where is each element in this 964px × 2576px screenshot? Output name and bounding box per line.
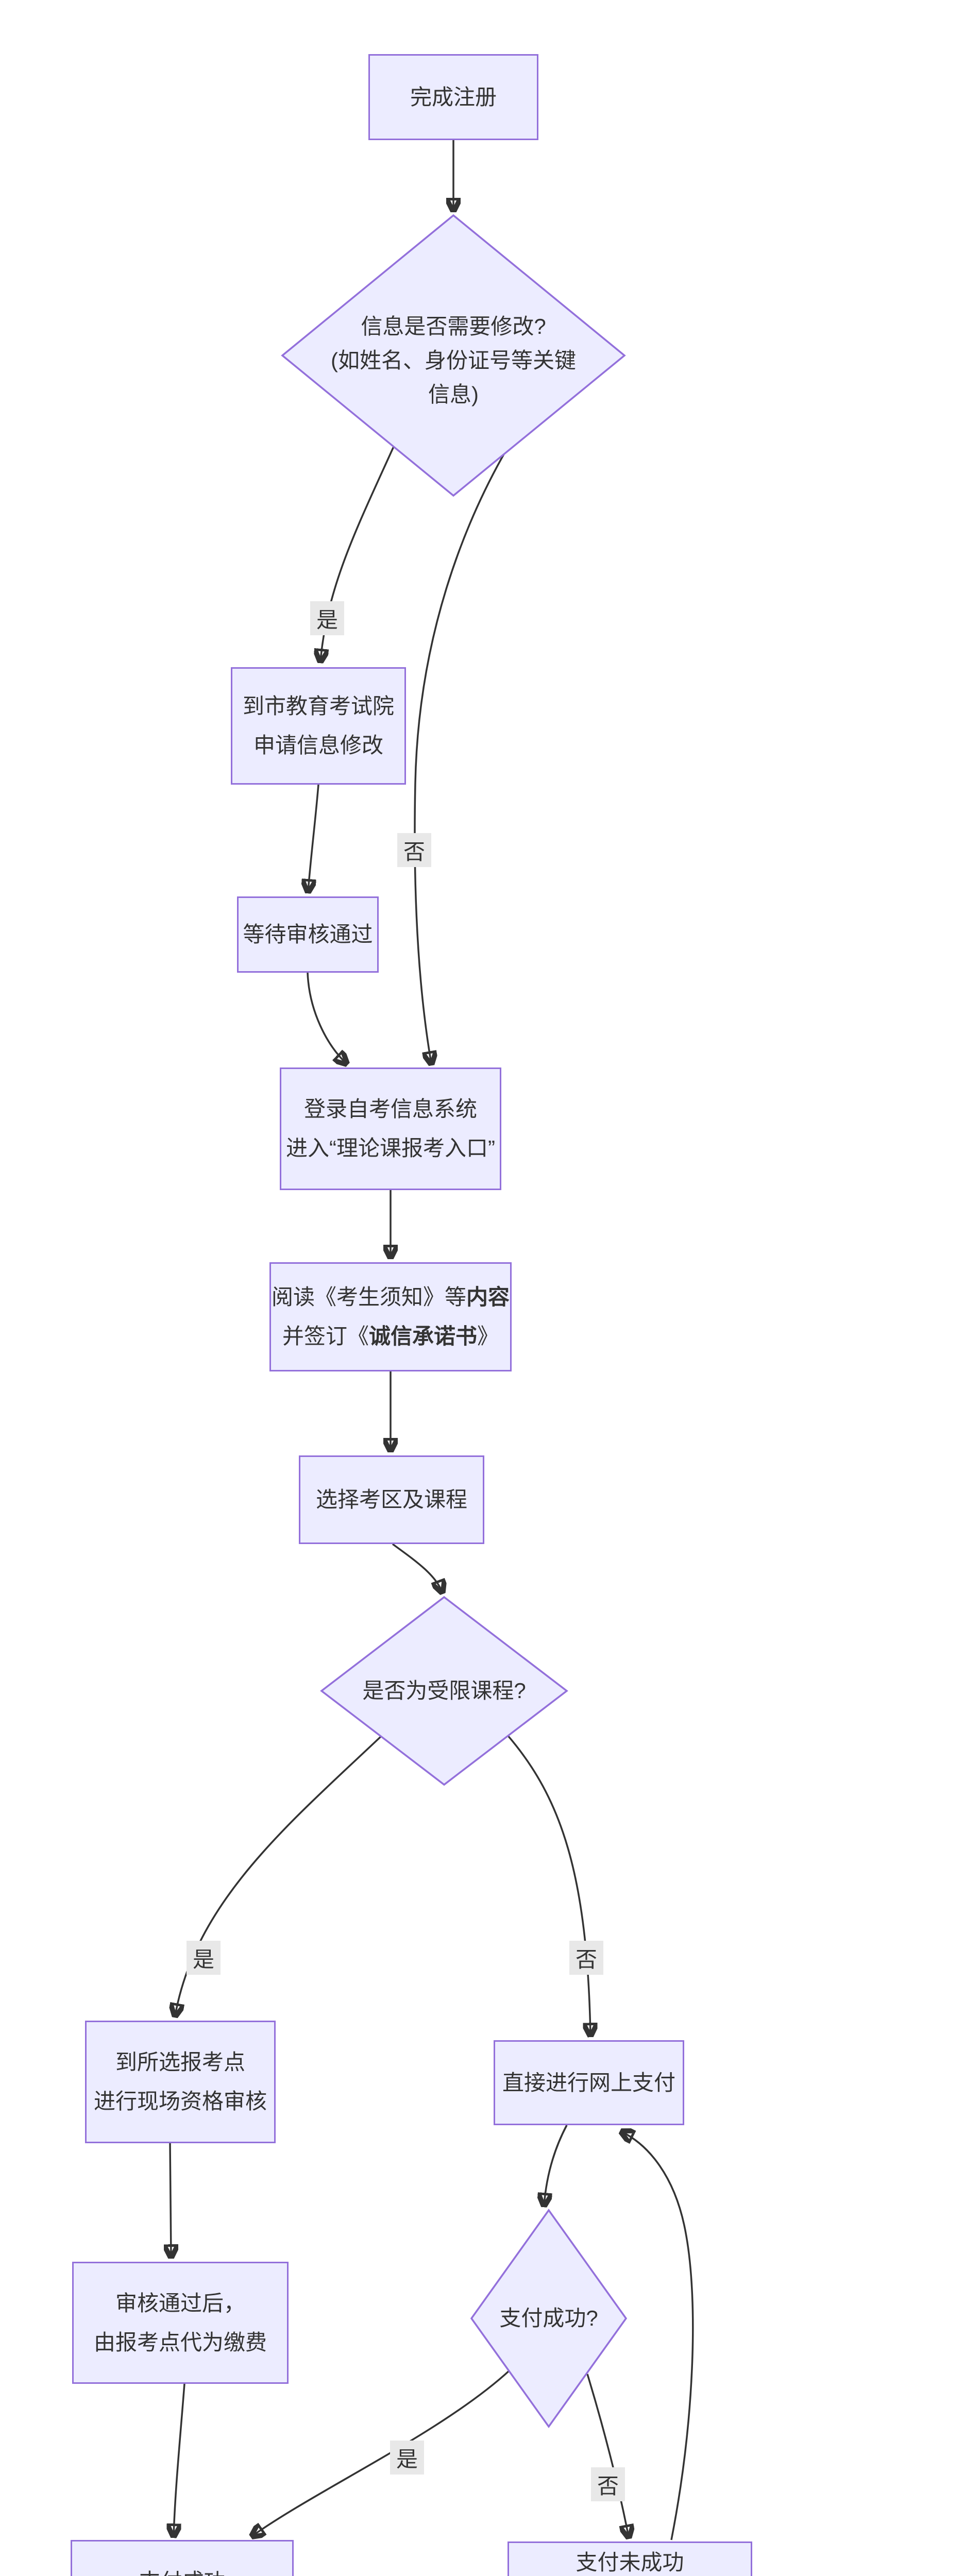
- node-read-notice: 阅读《考生须知》等内容 并签订《诚信承诺书》: [269, 1262, 512, 1371]
- need-modify-line2: (如姓名、身份证号等关键: [331, 348, 576, 372]
- edge-label-yes1: 是: [310, 601, 344, 635]
- node-pay-online: 直接进行网上支付: [494, 2040, 684, 2125]
- node-login-system-line1: 登录自考信息系统: [303, 1097, 477, 1121]
- node-pay-online-label: 直接进行网上支付: [502, 2070, 675, 2095]
- diamond-need-modify: [281, 214, 626, 497]
- node-login-system-line2: 进入“理论课报考入口”: [286, 1136, 495, 1160]
- pay-success-q-line1: 支付成功?: [499, 2306, 598, 2330]
- node-apply-modify-line1: 到市教育考试院: [242, 694, 394, 718]
- edge-label-yes2: 是: [187, 1941, 221, 1975]
- edge-label-no1: 否: [397, 833, 431, 867]
- edge-wait-review-to-login-system: [307, 972, 346, 1063]
- node-apply-modify-line2: 申请信息修改: [253, 733, 383, 757]
- node-pay-fail-line1: 支付未成功: [576, 2550, 684, 2574]
- node-onsite-review: 到所选报考点 进行现场资格审核: [85, 2021, 276, 2143]
- need-modify-line3: 信息): [428, 382, 479, 406]
- node-agent-pay: 审核通过后， 由报考点代为缴费: [72, 2262, 289, 2384]
- node-onsite-review-line1: 到所选报考点: [115, 2050, 245, 2074]
- need-modify-line1: 信息是否需要修改?: [361, 314, 546, 338]
- edge-label-no3: 否: [591, 2467, 625, 2501]
- node-login-system: 登录自考信息系统 进入“理论课报考入口”: [280, 1067, 501, 1190]
- node-read-notice-line1: 阅读《考生须知》等内容: [271, 1285, 510, 1309]
- edge-pay-success-q-to-pay-done-yes: [252, 2369, 511, 2536]
- node-wait-review: 等待审核通过: [237, 896, 379, 973]
- node-apply-modify: 到市教育考试院 申请信息修改: [231, 667, 406, 785]
- edge-label-yes3: 是: [390, 2441, 424, 2475]
- node-pay-success-q-label: 支付成功?: [471, 2302, 626, 2335]
- diamond-pay-success-q: [470, 2208, 628, 2429]
- edge-apply-modify-to-wait-review: [308, 784, 319, 891]
- node-need-modify-label: 信息是否需要修改? (如姓名、身份证号等关键 信息): [309, 301, 598, 420]
- edge-agent-pay-to-pay-done: [174, 2383, 185, 2536]
- edge-label-no2: 否: [569, 1941, 603, 1975]
- node-restricted-label: 是否为受限课程?: [331, 1674, 557, 1707]
- edge-need-modify-to-login-system-no: [414, 452, 506, 1063]
- node-pay-done: 支付成功 课程锁定，报考费不退: [71, 2540, 294, 2576]
- node-pay-done-line1: 支付成功: [139, 2562, 225, 2576]
- node-register-label: 完成注册: [410, 84, 497, 109]
- restricted-line1: 是否为受限课程?: [362, 1679, 526, 1703]
- node-register: 完成注册: [368, 54, 538, 140]
- node-select-course: 选择考区及课程: [299, 1455, 484, 1544]
- edge-restricted-to-pay-online-no: [506, 1734, 590, 2035]
- node-agent-pay-line2: 由报考点代为缴费: [93, 2330, 267, 2354]
- edge-pay-fail-to-pay-online-loop: [622, 2132, 694, 2540]
- edge-pay-online-to-pay-success-q: [544, 2125, 568, 2205]
- edge-pay-success-q-to-pay-fail-no: [586, 2374, 629, 2537]
- edge-select-course-to-restricted: [392, 1543, 442, 1592]
- node-agent-pay-line1: 审核通过后，: [115, 2291, 245, 2315]
- node-onsite-review-line2: 进行现场资格审核: [93, 2089, 267, 2113]
- diamond-restricted: [320, 1596, 568, 1786]
- node-wait-review-label: 等待审核通过: [243, 922, 373, 946]
- edge-onsite-review-to-agent-pay: [170, 2143, 171, 2257]
- node-pay-fail: 支付未成功 可返回修改课程或重新支付: [508, 2541, 752, 2576]
- node-select-course-label: 选择考区及课程: [315, 1487, 467, 1512]
- node-read-notice-line2: 并签订《诚信承诺书》: [282, 1324, 499, 1348]
